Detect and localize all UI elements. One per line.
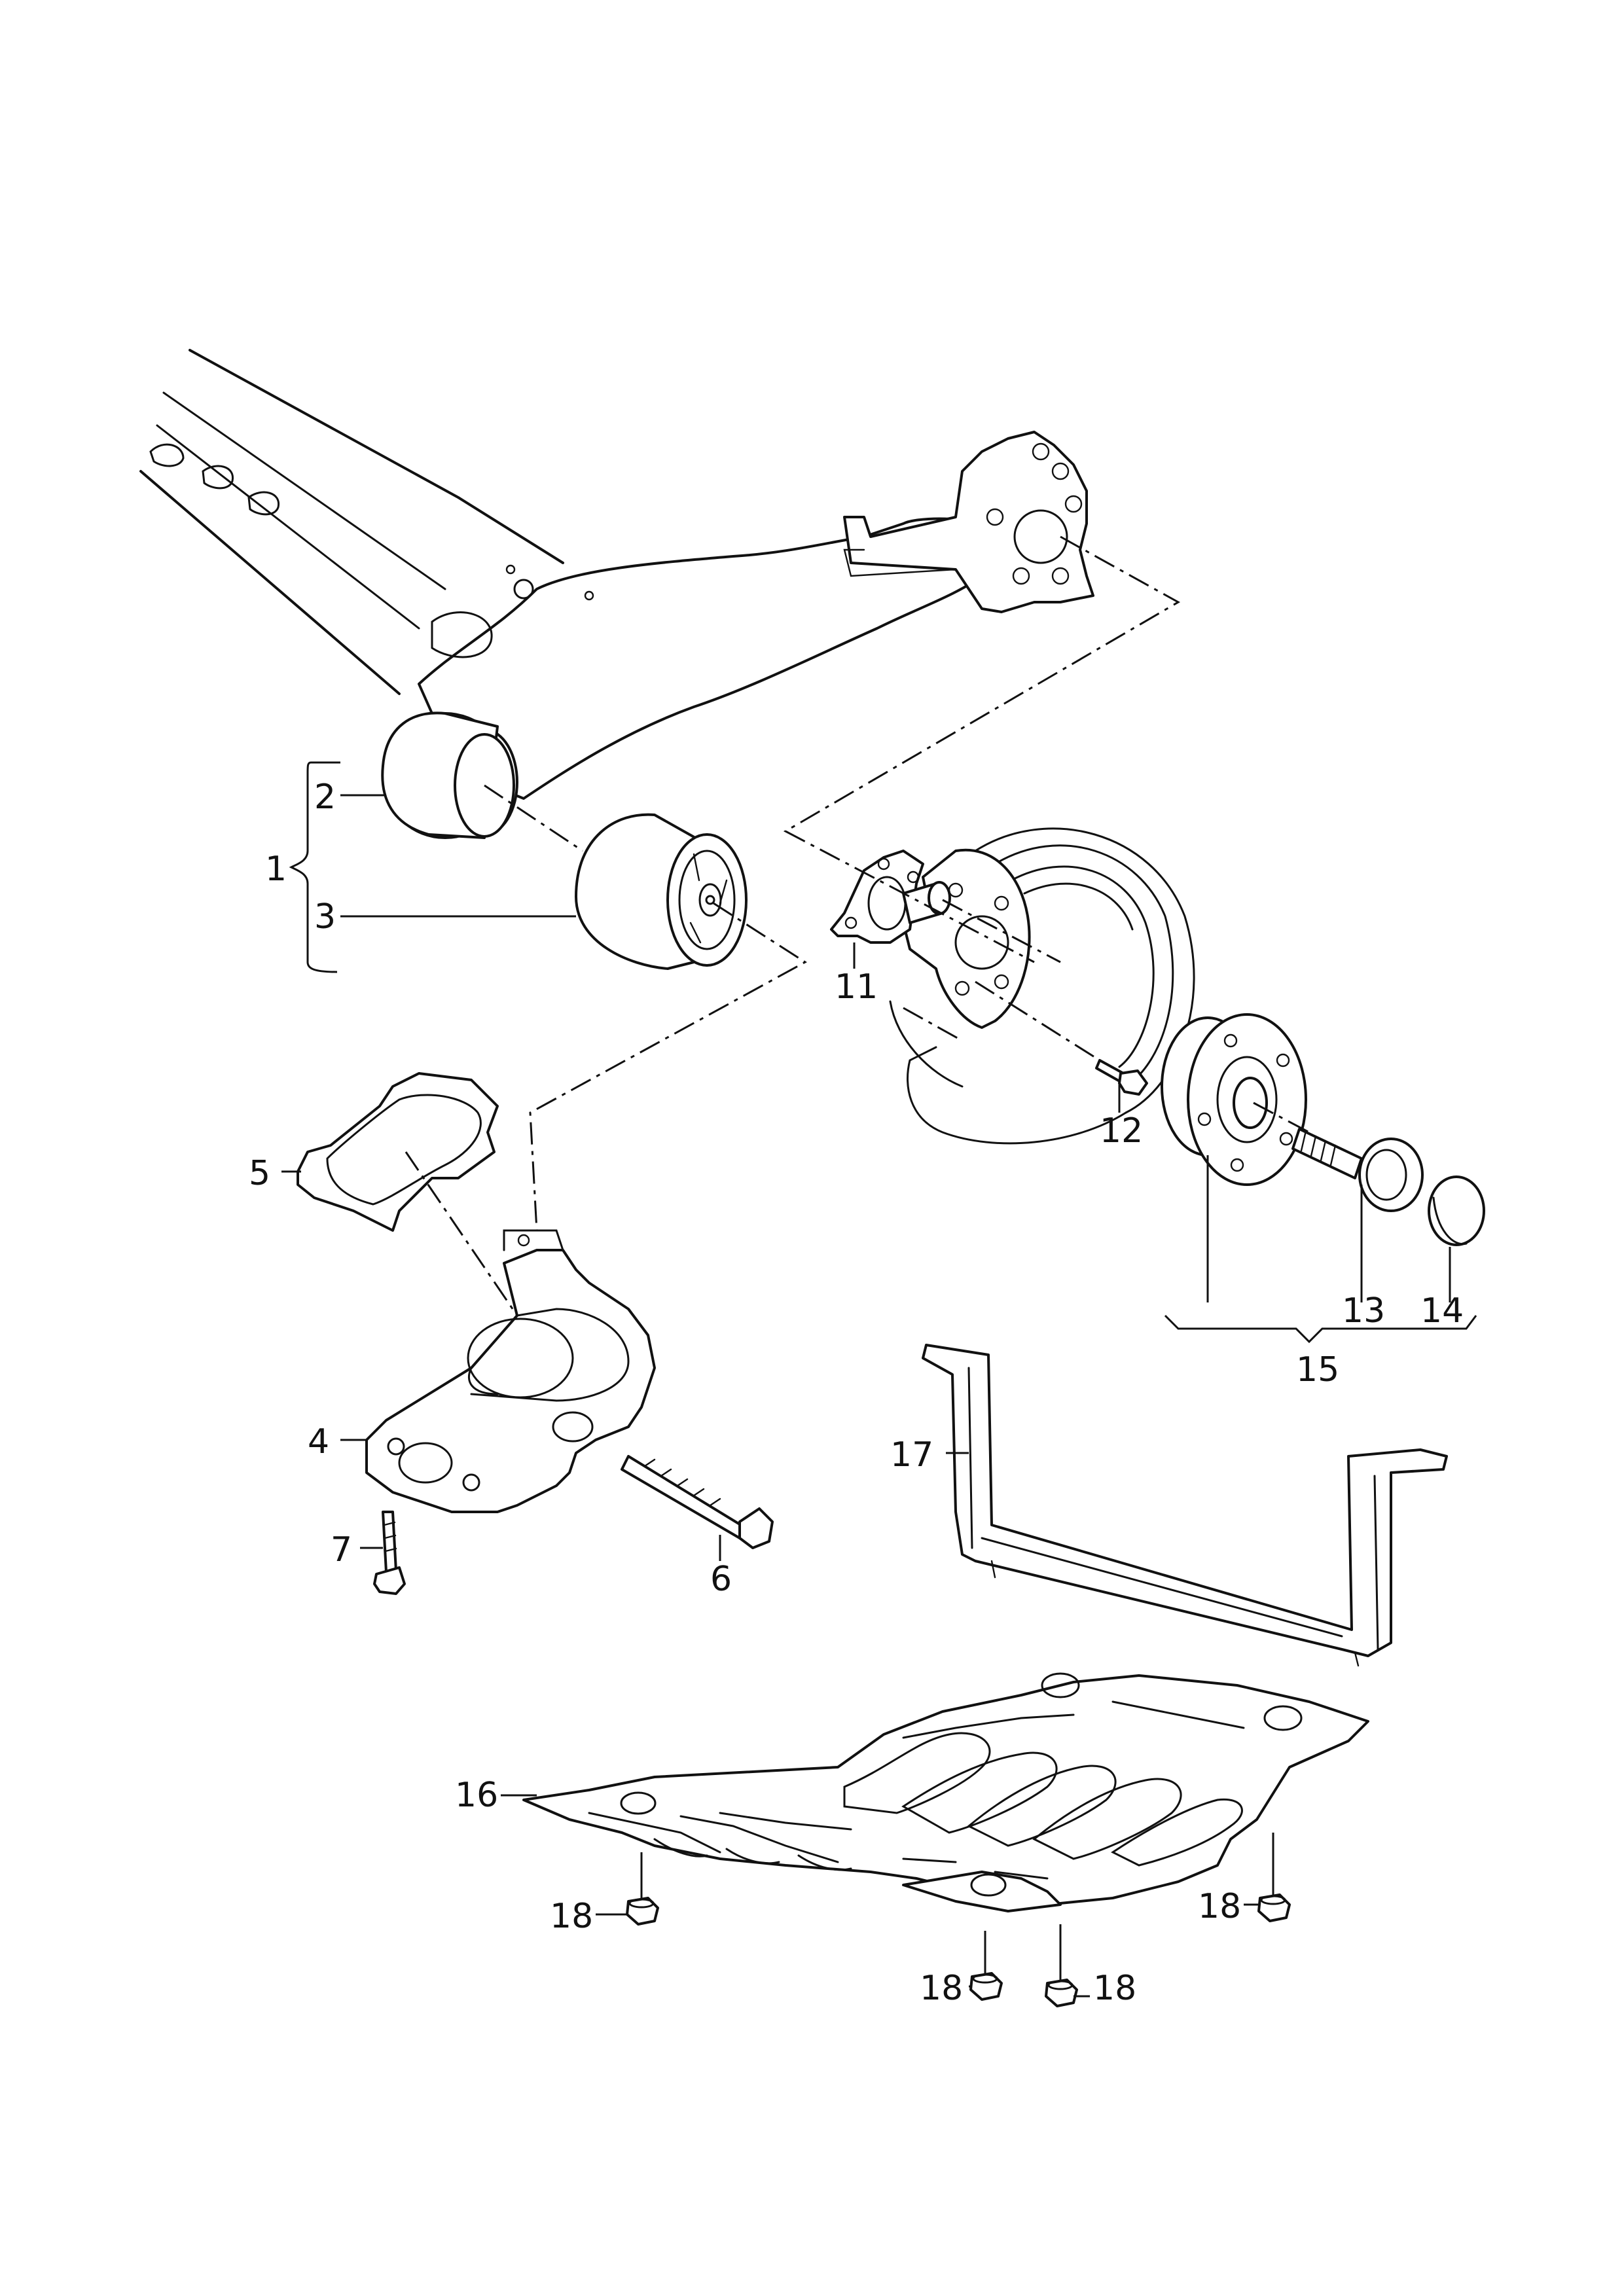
callout-2: 2	[314, 778, 336, 817]
callout-13: 13	[1342, 1291, 1385, 1331]
bracket-17	[922, 1344, 1448, 1667]
nut-18-d	[1257, 1893, 1291, 1922]
rear-axle-beam	[139, 349, 1094, 839]
callout-5: 5	[249, 1154, 270, 1193]
grease-cap-14	[1428, 1175, 1485, 1246]
leader-lines	[281, 761, 1477, 1998]
callout-18d: 18	[1198, 1887, 1241, 1926]
nut-18-a	[626, 1897, 659, 1926]
callout-11: 11	[835, 967, 878, 1007]
callout-12: 12	[1100, 1111, 1143, 1151]
callout-18a: 18	[550, 1897, 593, 1936]
axle-nut-13	[1291, 1128, 1424, 1212]
wheel-hub-15	[1161, 1013, 1307, 1186]
assembly-lines	[405, 535, 1310, 1316]
callout-18c: 18	[1093, 1969, 1136, 2008]
callout-7: 7	[331, 1530, 352, 1570]
bonded-rubber-bush-3	[575, 813, 748, 970]
callout-6: 6	[710, 1560, 732, 1599]
bolt-12	[1095, 1059, 1148, 1096]
nut-18-c	[1045, 1979, 1078, 2007]
callout-4: 4	[308, 1422, 329, 1462]
brake-backplate	[889, 827, 1195, 1145]
underbody-cover-16	[522, 1672, 1369, 1912]
pad-5	[297, 1072, 499, 1232]
mounting-bracket-4	[365, 1229, 656, 1513]
nut-18-b	[969, 1972, 1003, 2001]
callout-15: 15	[1296, 1350, 1339, 1390]
wheel-bearing-flange-11	[830, 850, 951, 944]
callout-1: 1	[265, 850, 287, 889]
callout-16: 16	[455, 1776, 498, 1815]
bolt-7	[373, 1511, 406, 1595]
callout-14: 14	[1420, 1291, 1464, 1331]
callout-labels: 1 2 3 4 5 6 7 11 12 13 14 15 16 17 18 18…	[249, 778, 1464, 2008]
callout-3: 3	[314, 897, 336, 937]
callout-18b: 18	[920, 1969, 963, 2008]
callout-17: 17	[890, 1435, 933, 1475]
bolt-6	[621, 1455, 774, 1549]
